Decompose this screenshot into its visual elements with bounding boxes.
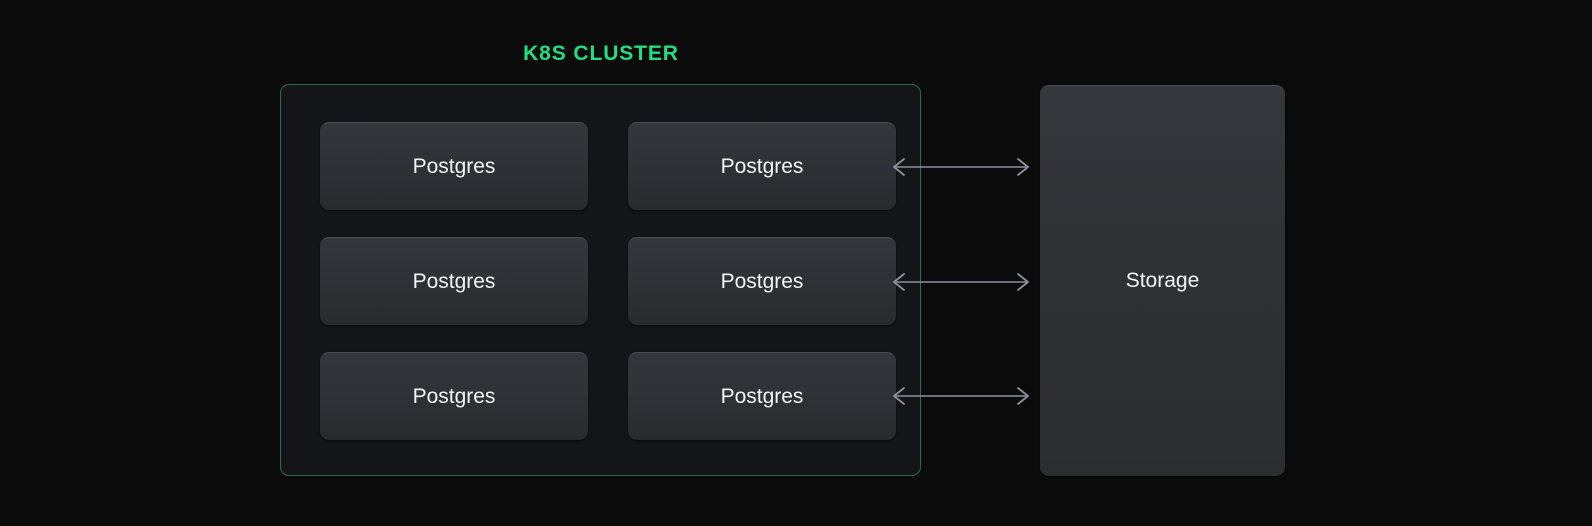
storage-node[interactable]: Storage xyxy=(1040,85,1285,476)
bidirectional-arrow-icon xyxy=(890,270,1032,294)
postgres-node-label: Postgres xyxy=(412,154,496,178)
postgres-node[interactable]: Postgres xyxy=(320,122,588,210)
postgres-node[interactable]: Postgres xyxy=(320,352,588,440)
bidirectional-arrow-icon xyxy=(890,384,1032,408)
postgres-node-label: Postgres xyxy=(720,384,804,408)
postgres-node[interactable]: Postgres xyxy=(628,352,896,440)
postgres-node[interactable]: Postgres xyxy=(628,237,896,325)
postgres-node[interactable]: Postgres xyxy=(320,237,588,325)
cluster-title: K8S CLUSTER xyxy=(523,42,679,65)
postgres-node-label: Postgres xyxy=(412,384,496,408)
storage-node-label: Storage xyxy=(1125,269,1200,292)
postgres-node-label: Postgres xyxy=(720,154,804,178)
postgres-node-label: Postgres xyxy=(720,269,804,293)
bidirectional-arrow-icon xyxy=(890,155,1032,179)
postgres-node[interactable]: Postgres xyxy=(628,122,896,210)
postgres-node-label: Postgres xyxy=(412,269,496,293)
